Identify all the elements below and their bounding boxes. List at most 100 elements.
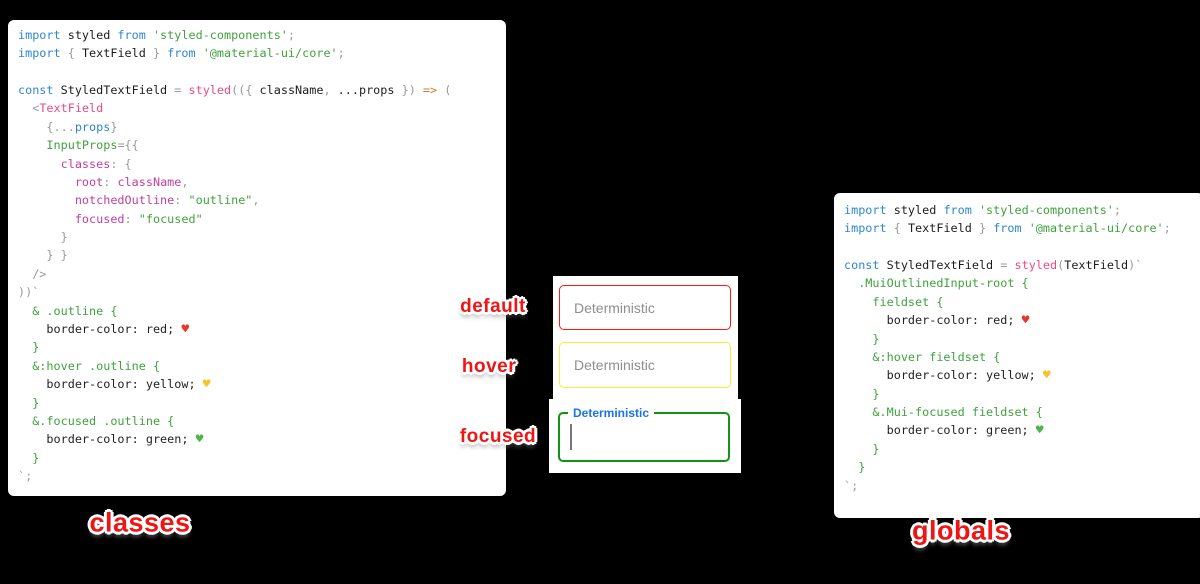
- code-token: }: [978, 221, 994, 236]
- code-token: }): [401, 82, 423, 97]
- heart-icon: ♥: [181, 322, 190, 338]
- code-token: }: [844, 331, 880, 346]
- code-line: fieldset {: [844, 293, 1200, 311]
- code-line: border-color: red; ♥: [18, 320, 506, 338]
- code-token: TextField: [907, 221, 979, 236]
- code-token: } }: [18, 248, 68, 263]
- code-token: ,: [323, 82, 338, 97]
- code-token: & .outline {: [18, 303, 118, 318]
- code-token: notchedOutline: [18, 193, 175, 208]
- code-token: />: [18, 266, 47, 281]
- code-token: =>: [422, 82, 445, 97]
- code-line: } }: [18, 246, 506, 264]
- code-token: from: [117, 27, 153, 42]
- code-token: ={{: [117, 138, 139, 153]
- code-line: }: [18, 228, 506, 246]
- code-line: `;: [844, 477, 1200, 495]
- code-token: styled: [188, 82, 232, 97]
- code-line: import { TextField } from '@material-ui/…: [18, 44, 506, 62]
- code-line: border-color: green; ♥: [18, 430, 506, 448]
- code-token: border-color: red;: [18, 322, 182, 337]
- textfield-default[interactable]: [559, 285, 731, 330]
- code-line: .MuiOutlinedInput-root {: [844, 274, 1200, 292]
- textfield-default-input[interactable]: [560, 286, 730, 329]
- textfield-focused[interactable]: Deterministic: [558, 405, 730, 462]
- code-token: InputProps: [18, 138, 118, 153]
- code-token: styled: [893, 202, 944, 217]
- code-token: styled: [1014, 257, 1058, 272]
- code-token: import: [18, 27, 68, 42]
- code-token: fieldset {: [844, 294, 944, 309]
- code-line: &:hover fieldset {: [844, 348, 1200, 366]
- code-token: : {: [110, 156, 132, 171]
- code-line: & .outline {: [18, 302, 506, 320]
- code-panel-classes: import styled from 'styled-components';i…: [8, 19, 506, 496]
- textfield-hover-input[interactable]: [560, 343, 730, 387]
- code-token: focused: [18, 211, 125, 226]
- code-token: {: [893, 221, 908, 236]
- code-line: [18, 63, 506, 81]
- code-token: 'styled-components': [978, 202, 1114, 217]
- state-label-hover: hover: [461, 356, 517, 377]
- code-line: />: [18, 265, 506, 283]
- code-token: '@material-ui/core': [1028, 221, 1164, 236]
- caption-globals: globals: [911, 515, 1011, 546]
- code-token: }: [18, 395, 40, 410]
- code-token: styled: [67, 27, 118, 42]
- code-token: ;: [337, 46, 345, 61]
- code-token: StyledTextField: [60, 82, 175, 97]
- code-token: TextField: [81, 46, 153, 61]
- state-label-default: default: [460, 296, 526, 317]
- code-token: ,: [181, 174, 189, 189]
- code-token: }: [152, 46, 168, 61]
- code-token: `;: [18, 469, 33, 484]
- code-token: ,: [252, 193, 260, 208]
- caption-classes: classes: [89, 507, 191, 538]
- code-line: &.Mui-focused fieldset {: [844, 403, 1200, 421]
- code-token: (: [444, 82, 452, 97]
- code-line: &.focused .outline {: [18, 412, 506, 430]
- code-token: className: [117, 174, 182, 189]
- code-line: InputProps={{: [18, 136, 506, 154]
- code-token: }: [110, 119, 118, 134]
- code-token: }: [844, 386, 880, 401]
- code-line: border-color: yellow; ♥: [844, 366, 1200, 384]
- code-line: classes: {: [18, 155, 506, 173]
- code-token: ;: [287, 27, 296, 42]
- code-token: ...props: [337, 82, 402, 97]
- code-line: }: [844, 458, 1200, 476]
- textfield-focused-label: Deterministic: [568, 405, 655, 421]
- code-line: border-color: red; ♥: [844, 311, 1200, 329]
- code-token: }: [18, 450, 40, 465]
- code-token: TextField: [1064, 257, 1129, 272]
- code-token: import: [844, 221, 894, 236]
- code-line: }: [844, 440, 1200, 458]
- code-token: classes: [18, 156, 111, 171]
- code-token: }: [844, 460, 866, 475]
- code-token: ;: [1163, 221, 1171, 236]
- code-line: }: [18, 394, 506, 412]
- code-line: &:hover .outline {: [18, 357, 506, 375]
- code-line: border-color: green; ♥: [844, 421, 1200, 439]
- code-token: &:hover fieldset {: [844, 349, 1001, 364]
- textfield-hover[interactable]: [559, 342, 731, 388]
- code-line: }: [844, 385, 1200, 403]
- code-line: }: [18, 449, 506, 467]
- code-token: ;: [1113, 202, 1122, 217]
- code-token: border-color: green;: [18, 432, 196, 447]
- code-token: "focused": [138, 211, 203, 226]
- code-token: =: [1000, 257, 1015, 272]
- code-token: border-color: green;: [844, 423, 1036, 438]
- heart-icon: ♥: [1035, 423, 1044, 439]
- code-token: =: [174, 82, 189, 97]
- code-token: {...: [18, 119, 75, 134]
- code-token: }: [18, 340, 40, 355]
- code-line: {...props}: [18, 118, 506, 136]
- code-token: &:hover .outline {: [18, 358, 161, 373]
- code-token: `;: [844, 478, 859, 493]
- code-line: border-color: yellow; ♥: [18, 375, 506, 393]
- code-line: const StyledTextField = styled(({ classN…: [18, 81, 506, 99]
- code-line: root: className,: [18, 173, 506, 191]
- code-token: className: [259, 82, 324, 97]
- code-token: (({: [231, 82, 260, 97]
